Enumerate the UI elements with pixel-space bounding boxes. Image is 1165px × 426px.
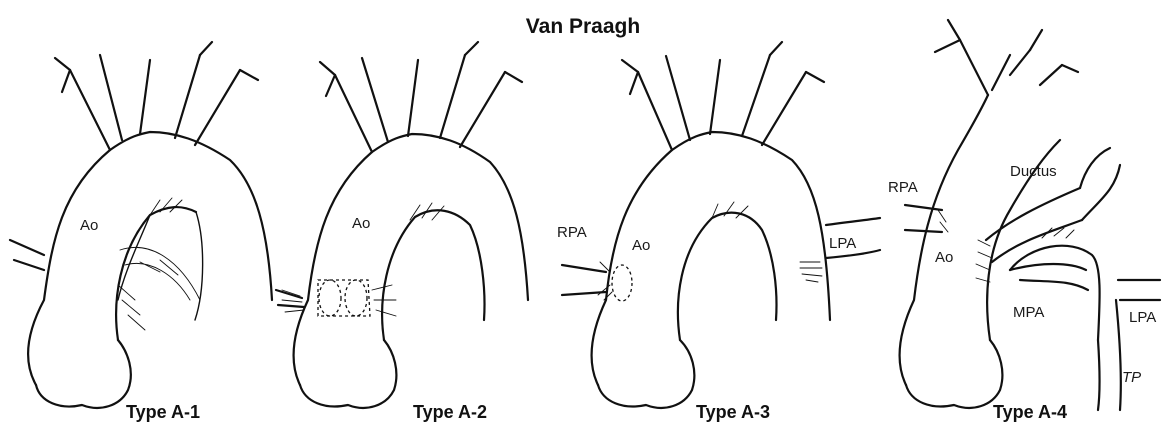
panel-type-a2: Ao Type A-2 bbox=[276, 42, 528, 422]
aorta-drawing-a3 bbox=[562, 42, 880, 408]
label-ao-a4: Ao bbox=[935, 249, 953, 266]
aorta-drawing-a4 bbox=[900, 20, 1160, 410]
artist-signature: TP bbox=[1122, 369, 1141, 386]
panel-type-a3: RPA Ao LPA Type A-3 bbox=[557, 42, 880, 422]
aorta-drawing-a2 bbox=[276, 42, 528, 408]
diagram-title: Van Praagh bbox=[526, 15, 640, 38]
label-ao-a2: Ao bbox=[352, 215, 370, 232]
label-rpa-a3: RPA bbox=[557, 224, 587, 241]
panel-type-a1: Ao Type A-1 bbox=[10, 42, 272, 422]
aorta-drawing-a1 bbox=[10, 42, 272, 408]
label-lpa-a3: LPA bbox=[829, 235, 856, 252]
label-mpa-a4: MPA bbox=[1013, 304, 1044, 321]
label-ao-a3: Ao bbox=[632, 237, 650, 254]
label-ao-a1: Ao bbox=[80, 217, 98, 234]
caption-type-a1: Type A-1 bbox=[126, 402, 200, 422]
label-lpa-a4: LPA bbox=[1129, 309, 1156, 326]
caption-type-a2: Type A-2 bbox=[413, 402, 487, 422]
caption-type-a3: Type A-3 bbox=[696, 402, 770, 422]
caption-type-a4: Type A-4 bbox=[993, 402, 1067, 422]
label-ductus-a4: Ductus bbox=[1010, 163, 1057, 180]
panel-type-a4: RPA Ductus Ao MPA LPA TP Type A-4 bbox=[888, 20, 1160, 422]
label-rpa-a4: RPA bbox=[888, 179, 918, 196]
